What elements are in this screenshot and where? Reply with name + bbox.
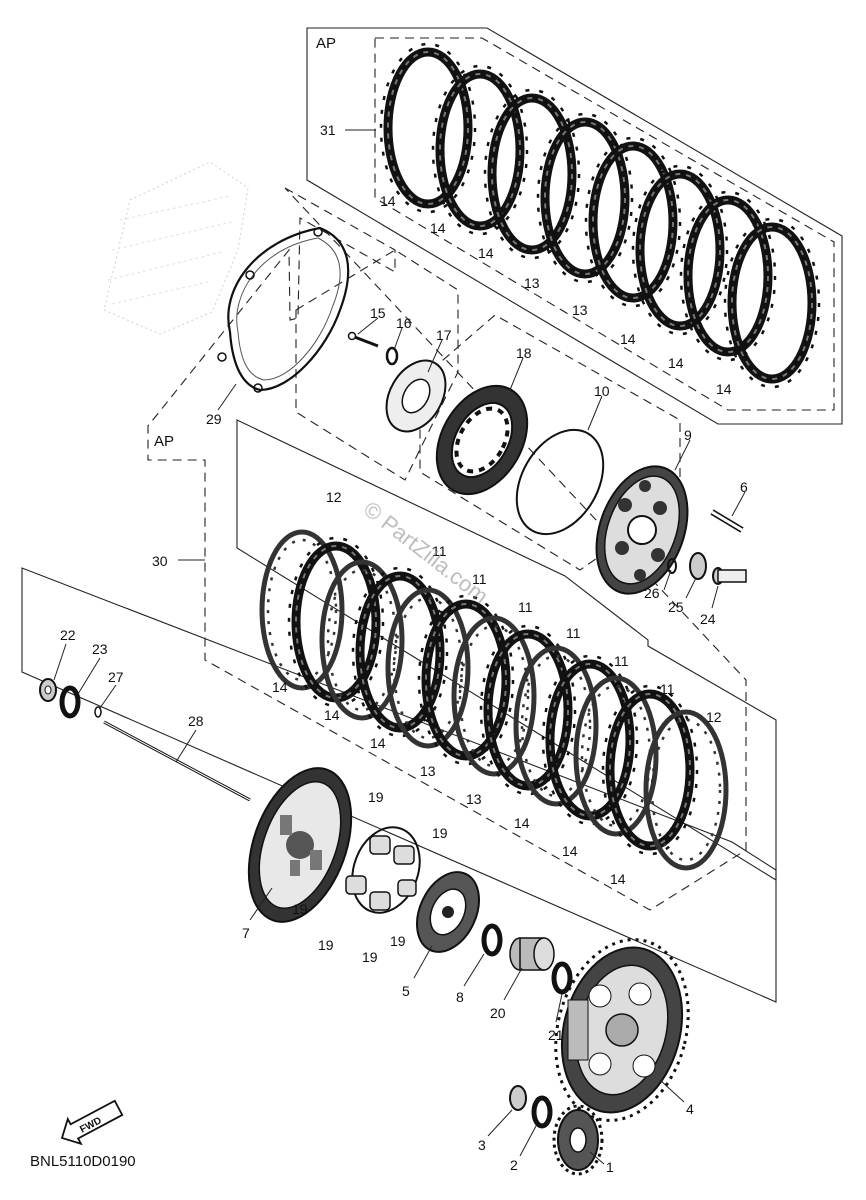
washer-16	[385, 346, 399, 366]
callout-14g: 14	[272, 679, 288, 695]
callout-25: 25	[668, 599, 684, 615]
callout-11b: 11	[472, 571, 487, 587]
callout-11e: 11	[614, 653, 629, 669]
callout-13c: 13	[420, 763, 436, 779]
washer-8	[484, 926, 500, 954]
callout-23: 23	[92, 641, 108, 657]
pressure-plate-18	[435, 384, 529, 496]
diagram-code: BNL5110D0190	[30, 1153, 136, 1170]
callout-17: 17	[436, 327, 452, 343]
callout-30: 30	[152, 553, 168, 569]
callout-labels: AP AP 31 14 14 14 13 13 14 14 14 29 15 1…	[30, 35, 748, 1175]
callout-19e: 19	[362, 949, 378, 965]
callout-14h: 14	[324, 707, 340, 723]
callout-16: 16	[396, 315, 412, 331]
callout-26: 26	[644, 585, 660, 601]
callout-11a: 11	[432, 543, 447, 559]
clutch-housing-7	[247, 767, 353, 923]
callout-15: 15	[370, 305, 386, 321]
callout-13a: 13	[524, 275, 540, 291]
nut-3	[509, 1085, 527, 1111]
callout-19f: 19	[390, 933, 406, 949]
callout-14f: 14	[716, 381, 732, 397]
callout-31: 31	[320, 122, 336, 138]
callout-7: 7	[242, 925, 250, 941]
callout-28: 28	[188, 713, 204, 729]
callout-14k: 14	[562, 843, 578, 859]
callout-14b: 14	[430, 220, 446, 236]
washer-21	[554, 964, 570, 992]
callout-21: 21	[548, 1027, 564, 1043]
callout-13b: 13	[572, 302, 588, 318]
callout-27: 27	[108, 669, 124, 685]
ap-30-dashed-box	[147, 187, 747, 911]
plate-17	[385, 359, 447, 433]
ball-27	[94, 706, 102, 718]
fwd-arrow: FWD	[60, 1099, 124, 1146]
callout-29: 29	[206, 411, 222, 427]
gear-4	[554, 938, 690, 1122]
callout-8: 8	[456, 989, 464, 1005]
callout-14i: 14	[370, 735, 386, 751]
gear-1	[552, 1104, 604, 1176]
callout-11d: 11	[566, 625, 581, 641]
plate-25	[689, 552, 707, 580]
hub-5	[416, 871, 480, 953]
nut-22	[39, 678, 57, 702]
callout-5: 5	[402, 983, 410, 999]
callout-14d: 14	[620, 331, 636, 347]
pin-6	[710, 509, 744, 533]
ap-top-dashed	[374, 37, 835, 411]
callout-14l: 14	[610, 871, 626, 887]
callout-24: 24	[700, 611, 716, 627]
callout-18: 18	[516, 345, 532, 361]
callout-13d: 13	[466, 791, 482, 807]
callout-11c: 11	[518, 599, 533, 615]
callout-19d: 19	[318, 937, 334, 953]
callout-19b: 19	[432, 825, 448, 841]
washer-23	[62, 688, 78, 716]
callout-12b: 12	[706, 709, 722, 725]
washer-2	[534, 1098, 550, 1126]
leader-lines	[53, 129, 746, 1165]
clutch-boss-9	[595, 465, 689, 595]
push-piece-24	[712, 567, 747, 585]
callout-10: 10	[594, 383, 610, 399]
bushing-20	[509, 937, 555, 971]
callout-4: 4	[686, 1101, 694, 1117]
callout-3: 3	[478, 1137, 486, 1153]
callout-1: 1	[606, 1159, 614, 1175]
ap-top-outline	[306, 27, 843, 425]
dampers-19	[345, 826, 421, 914]
crankcase-ghost	[103, 161, 249, 335]
callout-19a: 19	[368, 789, 384, 805]
callout-2: 2	[510, 1157, 518, 1173]
bolt-15	[347, 331, 379, 348]
callout-14a: 14	[380, 193, 396, 209]
callout-14j: 14	[514, 815, 530, 831]
callout-12a: 12	[326, 489, 342, 505]
washer-26	[667, 558, 677, 574]
ap-mid-label: AP	[154, 433, 174, 450]
callout-14c: 14	[478, 245, 494, 261]
callout-20: 20	[490, 1005, 506, 1021]
ap-top-label: AP	[316, 35, 336, 52]
callout-19c: 19	[292, 901, 308, 917]
subbox-15-17	[295, 249, 459, 481]
circlip-10	[515, 428, 605, 536]
gasket-29	[217, 226, 350, 393]
callout-14e: 14	[668, 355, 684, 371]
callout-22: 22	[60, 627, 76, 643]
callout-11f: 11	[660, 681, 675, 697]
callout-6: 6	[740, 479, 748, 495]
callout-9: 9	[684, 427, 692, 443]
